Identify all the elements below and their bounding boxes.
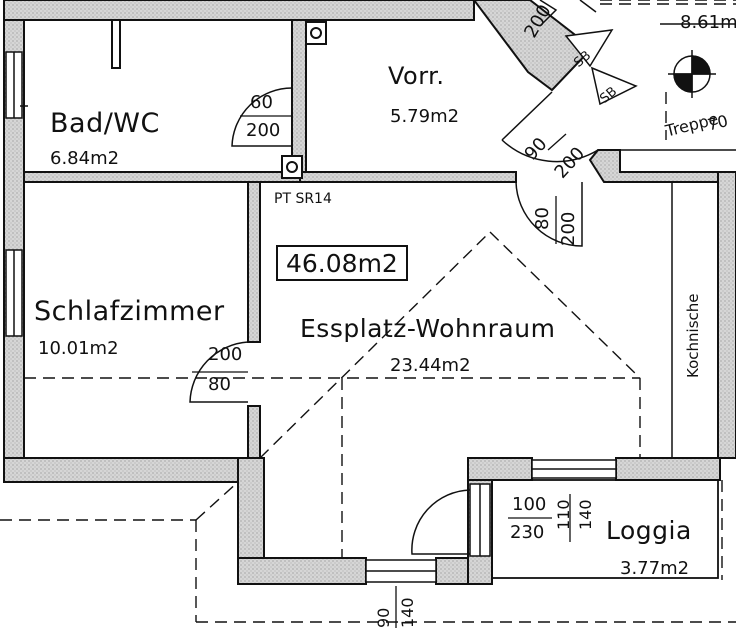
bottom-window <box>365 559 437 583</box>
room-name-vorraum: Vorr. <box>388 62 445 90</box>
wall-loggia-top-left <box>467 457 533 481</box>
door-bath-height: 200 <box>246 120 281 141</box>
bottom-window-b: 140 <box>398 597 417 628</box>
dim-lines <box>192 115 571 628</box>
door-bedroom-height: 200 <box>208 344 243 365</box>
wall-top <box>3 0 475 21</box>
wall-bedroom-right-upper <box>247 181 261 343</box>
door-bath <box>231 87 293 147</box>
door-wohnraum-height: 200 <box>558 211 579 246</box>
loggia-frame <box>491 479 719 579</box>
room-name-wohnraum: Essplatz-Wohnraum <box>300 314 556 343</box>
shaft-squares <box>281 21 327 179</box>
sb-marker-2 <box>590 66 638 106</box>
room-area-schlafzimmer: 10.01m2 <box>38 338 119 359</box>
door-vorraum <box>501 139 599 163</box>
door-wohnraum <box>515 181 583 247</box>
wall-diagonal <box>472 0 594 92</box>
stair-area <box>539 0 736 151</box>
wall-vorraum-right <box>588 149 719 183</box>
room-area-bad: 6.84m2 <box>50 148 120 169</box>
room-name-bad: Bad/WC <box>50 108 160 139</box>
wall-loggia-top-right <box>615 457 721 481</box>
door-bath-width: 60 <box>250 92 273 113</box>
wall-bath-bottom <box>23 171 301 183</box>
door-swings <box>20 87 599 555</box>
shaft-top <box>305 21 327 45</box>
door-bedroom <box>189 341 249 403</box>
sb-marker-1 <box>564 29 614 68</box>
wall-vorraum-bottom <box>299 171 517 183</box>
loggia-h2: 140 <box>576 499 595 530</box>
neighbor-area: 8.61m <box>680 12 736 33</box>
shaft-label: PT SR14 <box>274 191 332 207</box>
loggia-window <box>469 459 617 557</box>
level-symbol <box>668 50 716 98</box>
room-area-loggia: 3.77m2 <box>620 558 690 579</box>
loggia-window-width: 100 <box>512 494 547 515</box>
room-area-vorraum: 5.79m2 <box>390 106 460 127</box>
room-name-loggia: Loggia <box>606 516 692 545</box>
room-area-wohnraum: 23.44m2 <box>390 355 471 376</box>
door-bedroom-width: 80 <box>208 374 231 395</box>
walls <box>3 0 736 585</box>
bottom-window-a: 90 <box>374 607 393 628</box>
windows-left <box>5 51 23 337</box>
shaft-bottom <box>281 155 303 179</box>
wall-right <box>717 171 736 459</box>
total-area-box: 46.08m2 <box>276 245 408 281</box>
sb-markers <box>564 29 638 106</box>
stair-number: 70 <box>705 111 730 135</box>
room-name-kochnische: Kochnische <box>684 293 702 379</box>
bath-partition <box>111 19 121 69</box>
door-wohnraum-width: 80 <box>532 207 553 230</box>
wall-bottom-left <box>237 557 367 585</box>
room-name-schlafzimmer: Schlafzimmer <box>34 296 225 327</box>
loggia-window-height: 230 <box>510 522 545 543</box>
wall-bedroom-bottom <box>3 457 263 483</box>
door-loggia <box>411 489 471 555</box>
loggia-parapet: 110 <box>554 499 573 530</box>
wall-bedroom-right-lower <box>247 405 261 459</box>
